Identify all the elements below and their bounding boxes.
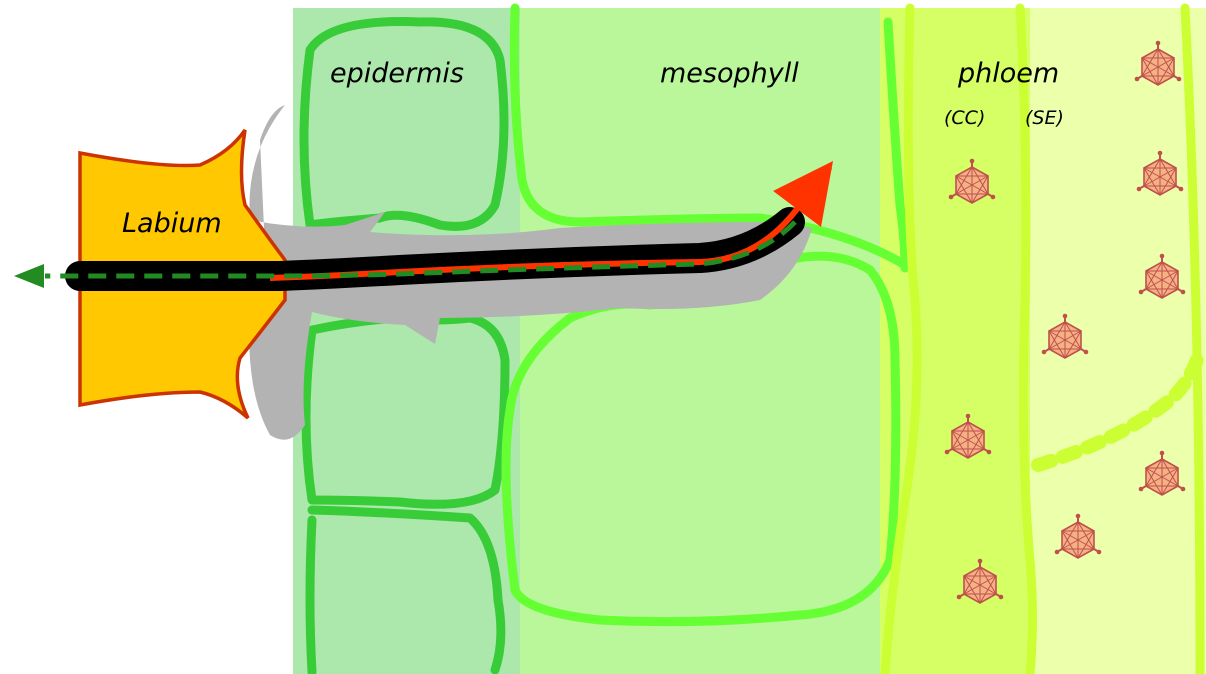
food-canal [45,220,797,279]
label-labium: Labium [122,208,222,239]
mesophyll-cell-walls [501,3,910,627]
label-mesophyll: mesophyll [660,58,799,89]
label-sieve-element: (SE) [1025,107,1064,129]
label-epidermis: epidermis [330,58,464,89]
ingestion-arrow-icon [14,264,44,288]
epidermis-region [293,8,520,674]
phloem-walls [880,3,1206,674]
label-companion-cell: (CC) [944,107,985,129]
mesophyll-region [520,8,913,674]
label-phloem: phloem [957,58,1059,89]
stylet-tip-arrow-icon [803,168,832,200]
